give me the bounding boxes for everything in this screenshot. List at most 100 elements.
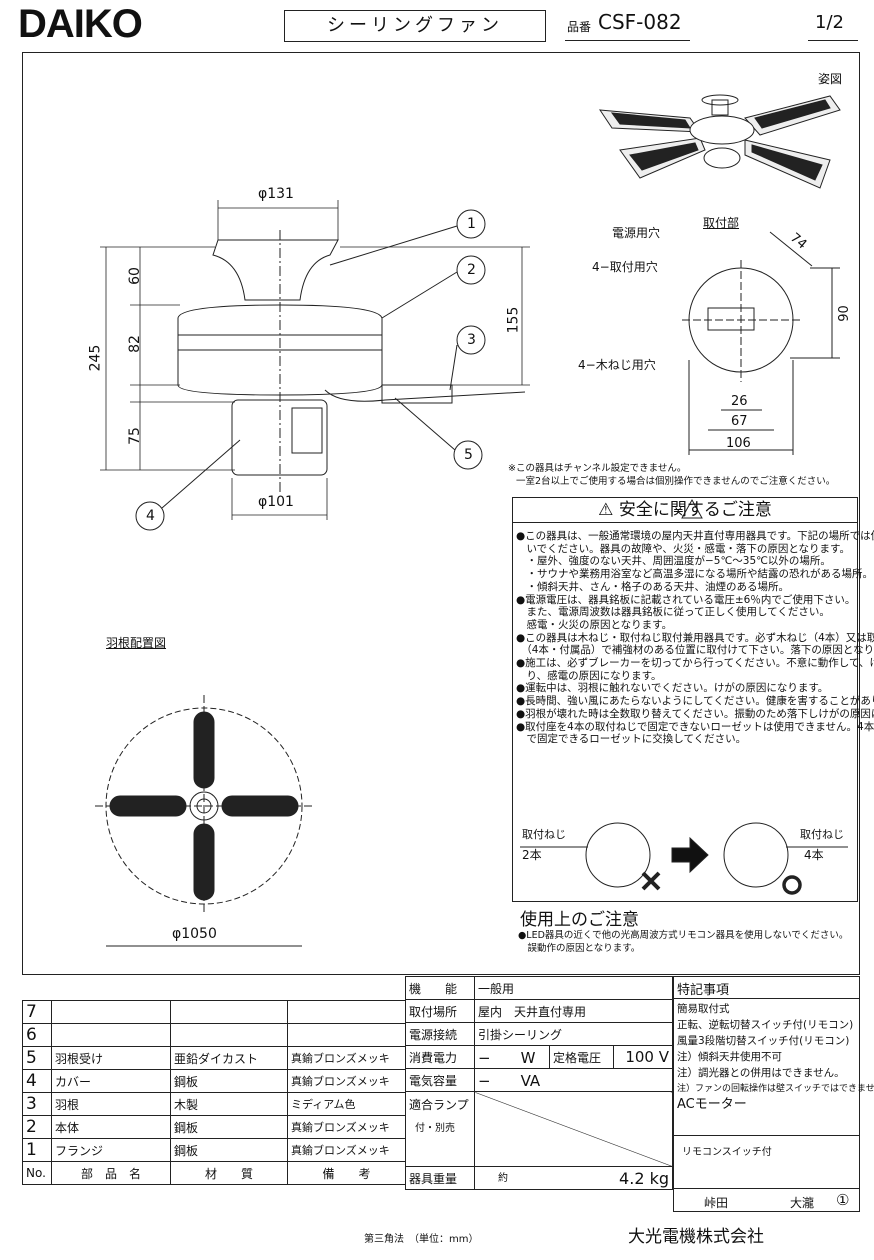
- header-no: No.: [22, 1161, 52, 1185]
- spec-value: − W: [474, 1045, 550, 1069]
- side-view: [177, 230, 526, 495]
- dim-26: 26: [731, 394, 748, 409]
- part-material: [170, 1023, 288, 1047]
- lamp-label: 適合ランプ: [409, 1098, 469, 1112]
- safety-line: ・屋外、強度のない天井、周囲温度が−5℃〜35℃以外の場所。: [516, 555, 831, 568]
- part-material: [170, 1000, 288, 1024]
- screw-diagrams: [520, 822, 848, 895]
- projection-note: 第三角法 （単位：mm）: [364, 1234, 479, 1245]
- part-name: 羽根: [51, 1092, 171, 1116]
- part-no: 4: [22, 1069, 52, 1093]
- spec-value: − VA: [474, 1068, 673, 1092]
- spec-label: 電源接続: [405, 1022, 475, 1046]
- dim-67: 67: [731, 414, 748, 429]
- spec-label: 取付場所: [405, 999, 475, 1023]
- safety-line: ・サウナや業務用浴室など高温多湿になる場所や結露の恐れがある場所。: [516, 568, 873, 581]
- blade-layout-label: 羽根配置図: [106, 636, 167, 650]
- safety-line: いでください。器具の故障や、火災・感電・落下の原因となります。: [516, 542, 851, 555]
- safety-line: ・傾斜天井、さん・格子のある天井、油煙のある場所。: [516, 580, 789, 593]
- part-material: 亜鉛ダイカスト: [170, 1046, 288, 1070]
- remark-line: 注）ファンの回転操作は壁スイッチではできません。: [677, 1084, 874, 1094]
- dim-60: 60: [126, 267, 143, 285]
- dim-90: 90: [836, 305, 852, 322]
- power-hole-label: 電源用穴: [612, 226, 661, 240]
- part-name: フランジ: [51, 1138, 171, 1162]
- channel-note-1: ※この器具はチャンネル設定できません。: [508, 463, 687, 474]
- safety-line: ●施工は、必ずブレーカーを切ってから行ってください。不意に動作して、けがをした: [516, 657, 874, 670]
- part-note: [287, 1023, 406, 1047]
- part-no: 6: [22, 1023, 52, 1047]
- safety-lines: ●この器具は、一般通常環境の屋内天井直付専用器具です。下記の場所では使用しな い…: [516, 530, 874, 746]
- dim-top-diameter: φ131: [258, 186, 294, 202]
- part-note: 真鍮ブロンズメッキ: [287, 1115, 406, 1139]
- channel-note-2: 一室2台以上でご使用する場合は個別操作できませんのでご注意ください。: [516, 476, 836, 487]
- wood-screw-holes-label: 4−木ねじ用穴: [578, 358, 656, 372]
- revision-mark: ①: [836, 1191, 850, 1209]
- remark-line: 正転、逆転切替スイッチ付(リモコン): [677, 1019, 854, 1031]
- remark-line: 注）傾斜天井使用不可: [677, 1051, 782, 1063]
- weight-value: 4.2 kg: [619, 1168, 669, 1188]
- remark-line: 注）調光器との併用はできません。: [677, 1067, 845, 1079]
- remarks-lines: 簡易取付式 正転、逆転切替スイッチ付(リモコン) 風量3段階切替スイッチ付(リモ…: [677, 1001, 874, 1113]
- spec-table: 機 能一般用 取付場所屋内 天井直付専用 電源接続引掛シーリング 消費電力− W…: [405, 976, 673, 1190]
- remark-line: 風量3段階切替スイッチ付(リモコン): [677, 1035, 850, 1047]
- screw-right-count: 4本: [804, 848, 824, 862]
- spec-label: 消費電力: [405, 1045, 475, 1069]
- safety-line: また、電源周波数は器具銘板に従って正しく使用してください。: [516, 606, 830, 619]
- spec-value: 100 V: [613, 1045, 673, 1069]
- safety-line: ●この器具は木ねじ・取付ねじ取付兼用器具です。必ず木ねじ（4本）又は取付ねじ: [516, 631, 874, 644]
- mount-holes-label: 4−取付用穴: [592, 260, 658, 274]
- model-label: 品番: [567, 20, 592, 34]
- perspective-fan: [599, 94, 841, 189]
- part-no: 1: [22, 1138, 52, 1162]
- callout-5: 5: [464, 447, 473, 463]
- dim-155: 155: [505, 306, 522, 334]
- dim-82: 82: [126, 335, 143, 353]
- safety-title-text: 安全に関するご注意: [618, 500, 772, 520]
- header-material: 材 質: [170, 1161, 288, 1185]
- spec-label: 電気容量: [405, 1068, 475, 1092]
- usage-title: 使用上のご注意: [520, 910, 639, 930]
- safety-line: 感電・火災の原因となります。: [516, 618, 673, 631]
- model-number: CSF-082: [598, 10, 682, 34]
- remark-line: 簡易取付式: [677, 1003, 730, 1015]
- callout-circles: [135, 209, 486, 531]
- spec-value: 屋内 天井直付専用: [474, 999, 673, 1023]
- remarks-divider: [673, 998, 860, 999]
- company-name: 大光電機株式会社: [628, 1227, 764, 1247]
- remark-line: ACモーター: [677, 1097, 747, 1112]
- part-note: ミディアム色: [287, 1092, 406, 1116]
- callout-3: 3: [467, 332, 476, 348]
- spec-label: 適合ランプ付・別売: [405, 1091, 475, 1167]
- part-note: 真鍮ブロンズメッキ: [287, 1046, 406, 1070]
- page-underline: [808, 40, 858, 41]
- screw-left-label: 取付ねじ: [522, 828, 566, 841]
- dim-75: 75: [126, 427, 143, 445]
- model-underline: [565, 40, 690, 41]
- page-number: 1/2: [815, 12, 844, 33]
- part-no: 3: [22, 1092, 52, 1116]
- safety-line: ●運転中は、羽根に触れないでください。けがの原因になります。: [516, 682, 829, 695]
- part-name: [51, 1000, 171, 1024]
- safety-line: で固定できるローゼットに交換してください。: [516, 733, 747, 746]
- part-name: [51, 1023, 171, 1047]
- callout-2: 2: [467, 262, 476, 278]
- usage-lines: ●LED器具の近くで他の光高周波方式リモコン器具を使用しないでください。 誤動作…: [518, 930, 848, 955]
- spec-label: 定格電圧: [548, 1045, 615, 1069]
- safety-line: ●羽根が壊れた時は全数取り替えてください。振動のため落下しけがの原因になります。: [516, 707, 874, 720]
- usage-line: 誤動作の原因となります。: [518, 942, 641, 954]
- spec-value: 引掛シーリング: [474, 1022, 673, 1046]
- remarks-box: [673, 976, 860, 1212]
- remarks-extra: リモコンスイッチ付: [682, 1147, 772, 1158]
- safety-line: り、感電の原因になります。: [516, 669, 662, 682]
- checker: 大瀧: [790, 1196, 815, 1210]
- header-note: 備 考: [287, 1161, 406, 1185]
- part-note: 真鍮ブロンズメッキ: [287, 1138, 406, 1162]
